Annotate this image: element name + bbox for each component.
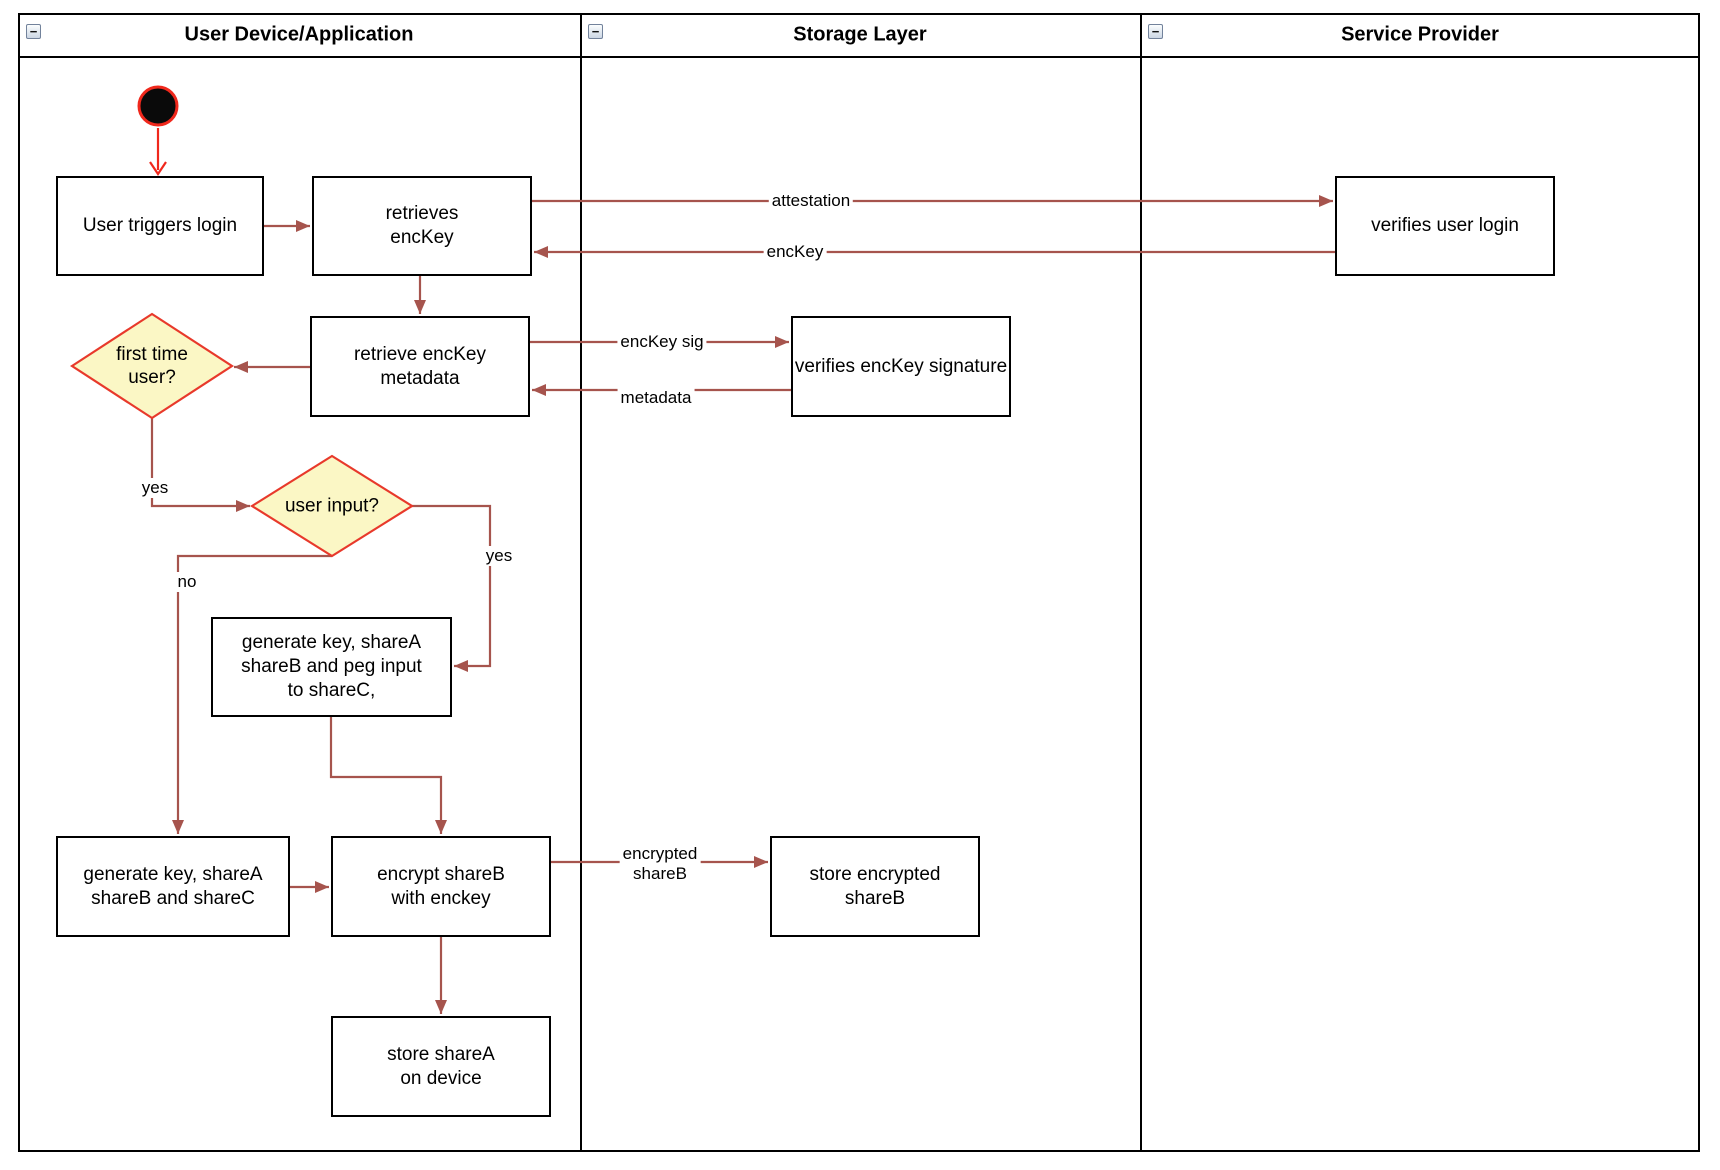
lane-collapse-button-service-provider[interactable]: − [1148, 24, 1163, 39]
lane-divider-2 [1140, 13, 1142, 1152]
node-user-triggers-login[interactable]: User triggers login [56, 176, 264, 276]
edge-label-enckey: encKey [763, 242, 827, 262]
edge-label-attestation: attestation [768, 191, 854, 211]
minus-icon: − [591, 24, 600, 39]
edge-label-yes-first-time: yes [138, 478, 172, 498]
decision-user-input-label: user input? [284, 495, 380, 517]
header-separator [18, 56, 1700, 58]
node-generate-key-sharec[interactable]: generate key, shareA shareB and shareC [56, 836, 290, 937]
pool-border [18, 13, 1700, 1152]
edge-label-no-user-input: no [174, 572, 200, 592]
lane-title-user-device: User Device/Application [184, 23, 414, 46]
edge-label-metadata: metadata [617, 388, 695, 408]
lane-collapse-button-user-device[interactable]: − [26, 24, 41, 39]
edge-label-encrypted-shareb: encrypted shareB [619, 844, 701, 884]
minus-icon: − [1151, 24, 1160, 39]
lane-collapse-button-storage-layer[interactable]: − [588, 24, 603, 39]
edge-label-enckey-sig: encKey sig [617, 332, 707, 352]
decision-first-time-user-label: first time user? [116, 344, 188, 388]
node-retrieves-enckey[interactable]: retrieves encKey [312, 176, 532, 276]
node-encrypt-shareb[interactable]: encrypt shareB with enckey [331, 836, 551, 937]
node-generate-key-peg-input[interactable]: generate key, shareA shareB and peg inpu… [211, 617, 452, 717]
node-verifies-enckey-signature[interactable]: verifies encKey signature [791, 316, 1011, 417]
node-verifies-user-login[interactable]: verifies user login [1335, 176, 1555, 276]
node-store-sharea[interactable]: store shareA on device [331, 1016, 551, 1117]
minus-icon: − [29, 24, 38, 39]
node-retrieve-enckey-metadata[interactable]: retrieve encKey metadata [310, 316, 530, 417]
edge-label-yes-user-input: yes [482, 546, 516, 566]
node-store-encrypted-shareb[interactable]: store encrypted shareB [770, 836, 980, 937]
lane-title-storage-layer: Storage Layer [793, 23, 927, 46]
lane-title-service-provider: Service Provider [1341, 23, 1499, 46]
lane-divider-1 [580, 13, 582, 1152]
